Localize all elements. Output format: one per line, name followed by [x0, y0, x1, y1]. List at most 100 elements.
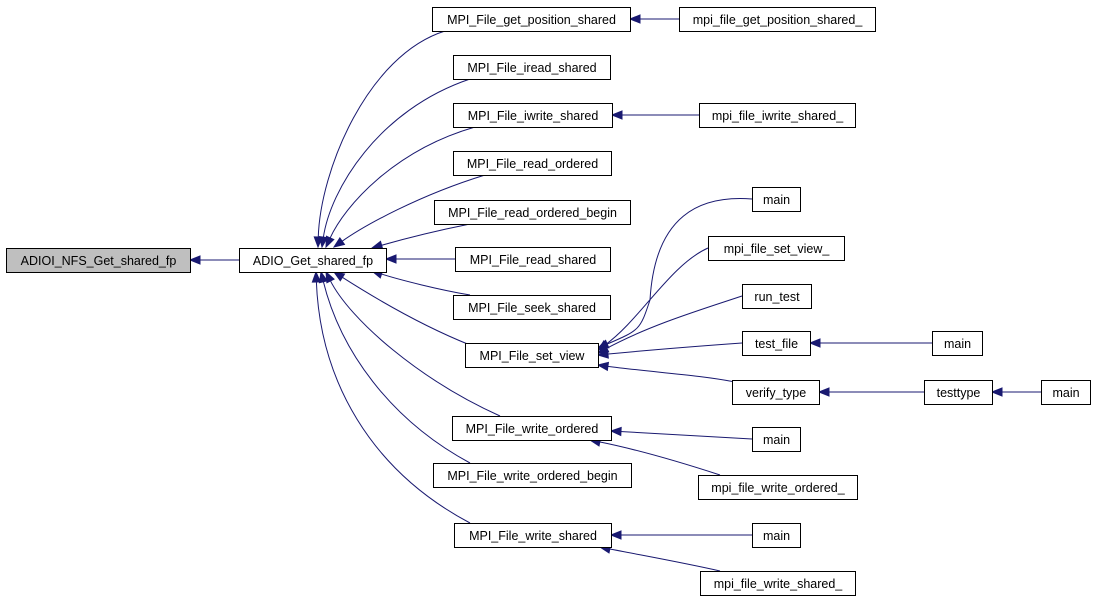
- arrow-head-icon: [628, 14, 641, 24]
- edge-line: [619, 430, 753, 440]
- edge-n16-to-n15: [808, 338, 932, 348]
- node-mpi-file-write-ordered-begin[interactable]: MPI_File_write_ordered_begin: [433, 463, 632, 488]
- arrow-head-icon: [384, 254, 397, 264]
- arrow-head-icon: [318, 235, 329, 249]
- node-box: [6, 248, 191, 273]
- node-main[interactable]: main: [752, 187, 801, 212]
- node-label: MPI_File_write_shared: [469, 529, 597, 543]
- arrow-head-icon: [610, 110, 623, 120]
- node-label: MPI_File_seek_shared: [468, 301, 596, 315]
- edges-layer: [188, 14, 1041, 572]
- edge-line: [329, 126, 476, 240]
- node-label: verify_type: [746, 386, 806, 400]
- node-mpi-file-get-position-shared[interactable]: MPI_File_get_position_shared: [432, 7, 631, 32]
- node-label: mpi_file_get_position_shared_: [693, 13, 864, 27]
- edge-line: [608, 548, 721, 572]
- node-label: MPI_File_read_ordered: [467, 157, 598, 171]
- node-mpi-file-set-view[interactable]: MPI_File_set_view: [465, 343, 599, 368]
- node-main[interactable]: main: [1041, 380, 1091, 405]
- node-box: [454, 523, 612, 548]
- edge-line: [380, 223, 471, 247]
- edge-n13-to-n11: [596, 247, 709, 351]
- node-box: [239, 248, 387, 273]
- node-label: run_test: [754, 290, 800, 304]
- node-box: [453, 151, 612, 176]
- edge-n10-to-n1: [370, 269, 471, 296]
- edge-line: [606, 342, 743, 355]
- node-mpi-file-iwrite-shared[interactable]: mpi_file_iwrite_shared_: [699, 103, 856, 128]
- node-box: [679, 7, 876, 32]
- node-box: [700, 571, 856, 596]
- edge-n15-to-n11: [596, 342, 743, 359]
- node-box: [924, 380, 993, 405]
- edge-n23-to-n1: [318, 270, 471, 464]
- node-label: MPI_File_write_ordered_begin: [447, 469, 617, 483]
- node-box: [433, 463, 632, 488]
- edge-line: [341, 276, 471, 346]
- node-mpi-file-read-ordered[interactable]: MPI_File_read_ordered: [453, 151, 612, 176]
- edge-n3-to-n2: [628, 14, 679, 24]
- edge-line: [606, 365, 736, 383]
- edge-n7-to-n1: [332, 174, 486, 248]
- edge-n25-to-n24: [609, 530, 752, 540]
- edge-line: [341, 174, 486, 243]
- edge-n6-to-n5: [610, 110, 700, 120]
- edge-line: [329, 279, 501, 417]
- node-box: [453, 103, 613, 128]
- node-run-test[interactable]: run_test: [742, 284, 812, 309]
- node-mpi-file-read-ordered-begin[interactable]: MPI_File_read_ordered_begin: [434, 200, 631, 225]
- node-test-file[interactable]: test_file: [742, 331, 811, 356]
- arrow-head-icon: [817, 387, 830, 397]
- arrow-head-icon: [325, 270, 335, 284]
- edge-n26-to-n24: [598, 544, 721, 572]
- node-verify-type[interactable]: verify_type: [732, 380, 820, 405]
- node-mpi-file-iwrite-shared[interactable]: MPI_File_iwrite_shared: [453, 103, 613, 128]
- edge-line: [598, 441, 721, 476]
- node-box: [752, 187, 801, 212]
- node-mpi-file-set-view[interactable]: mpi_file_set_view_: [708, 236, 845, 261]
- node-label: main: [763, 193, 790, 207]
- node-box: [453, 295, 611, 320]
- arrow-head-icon: [325, 235, 335, 249]
- node-box: [699, 103, 856, 128]
- node-label: mpi_file_iwrite_shared_: [712, 109, 844, 123]
- node-main[interactable]: main: [752, 427, 801, 452]
- arrow-head-icon: [609, 530, 622, 540]
- node-main[interactable]: main: [932, 331, 983, 356]
- node-mpi-file-write-ordered[interactable]: MPI_File_write_ordered: [452, 416, 612, 441]
- node-label: MPI_File_set_view: [480, 349, 586, 363]
- node-box: [752, 427, 801, 452]
- edge-n21-to-n20: [609, 426, 753, 440]
- node-label: MPI_File_read_shared: [470, 253, 597, 267]
- node-mpi-file-write-shared[interactable]: MPI_File_write_shared: [454, 523, 612, 548]
- arrow-head-icon: [188, 255, 201, 265]
- node-mpi-file-write-shared[interactable]: mpi_file_write_shared_: [700, 571, 856, 596]
- edge-line: [380, 273, 471, 296]
- node-mpi-file-iread-shared[interactable]: MPI_File_iread_shared: [453, 55, 611, 80]
- edge-n5-to-n1: [325, 126, 476, 249]
- node-label: MPI_File_write_ordered: [466, 422, 599, 436]
- node-testtype[interactable]: testtype: [924, 380, 993, 405]
- node-mpi-file-get-position-shared[interactable]: mpi_file_get_position_shared_: [679, 7, 876, 32]
- node-box: [732, 380, 820, 405]
- arrow-head-icon: [990, 387, 1003, 397]
- edge-line: [322, 280, 471, 464]
- edge-n4-to-n1: [318, 78, 471, 249]
- node-box: [708, 236, 845, 261]
- edge-line: [322, 78, 471, 239]
- edge-line: [605, 247, 709, 346]
- node-adio-get-shared-fp[interactable]: ADIO_Get_shared_fp: [239, 248, 387, 273]
- node-mpi-file-read-shared[interactable]: MPI_File_read_shared: [455, 247, 611, 272]
- node-mpi-file-write-ordered[interactable]: mpi_file_write_ordered_: [698, 475, 858, 500]
- node-label: main: [944, 337, 971, 351]
- node-mpi-file-seek-shared[interactable]: MPI_File_seek_shared: [453, 295, 611, 320]
- node-main[interactable]: main: [752, 523, 801, 548]
- edge-n19-to-n18: [990, 387, 1041, 397]
- node-label: main: [763, 433, 790, 447]
- node-box: [432, 7, 631, 32]
- node-box: [465, 343, 599, 368]
- node-label: ADIO_Get_shared_fp: [253, 254, 373, 268]
- node-label: test_file: [755, 337, 798, 351]
- node-label: main: [763, 529, 790, 543]
